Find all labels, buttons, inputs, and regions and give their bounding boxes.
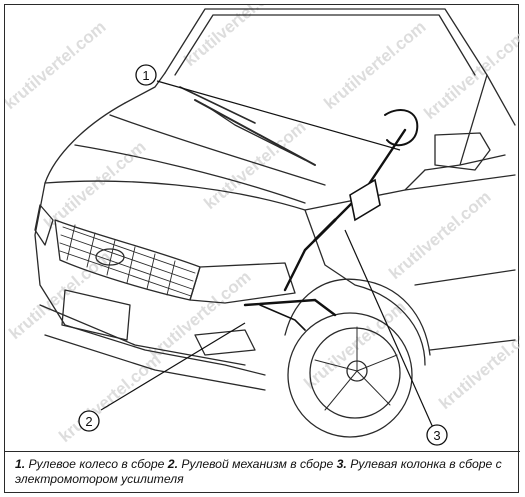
- caption-item-2-text: Рулевой механизм в сборе: [177, 457, 337, 471]
- windshield-outline: [164, 8, 488, 171]
- grille-bars: [59, 224, 196, 297]
- column-motor: [349, 178, 381, 222]
- figure-caption: 1. Рулевое колесо в сборе 2. Рулевой мех…: [5, 451, 520, 494]
- a-pillar: [124, 72, 166, 104]
- headlight-left: [189, 262, 296, 304]
- caption-item-1-number: 1.: [15, 457, 26, 471]
- callout-leaders: [100, 80, 435, 431]
- callout-1: 1: [135, 64, 157, 86]
- callout-3: 3: [426, 424, 448, 446]
- rim-spokes: [314, 326, 398, 411]
- caption-item-2-number: 2.: [167, 457, 178, 471]
- tire: [287, 312, 413, 438]
- brand-logo: [95, 248, 125, 266]
- callout-2-number: 2: [85, 414, 92, 429]
- watermark-text: krutilvertel.com: [420, 27, 520, 123]
- watermark-text: krutilvertel.com: [145, 267, 254, 363]
- car-outline: [34, 8, 516, 438]
- steering-rack: [243, 298, 337, 317]
- callout-1-number: 1: [142, 68, 149, 83]
- side-line: [404, 174, 516, 351]
- hood-crease: [74, 144, 306, 204]
- watermark-text: krutilvertel.com: [320, 17, 429, 113]
- caption-item-1-text: Рулевое колесо в сборе: [25, 457, 168, 471]
- fender: [304, 209, 426, 366]
- watermark-text: krutilvertel.com: [385, 187, 494, 283]
- front-face: [34, 182, 266, 376]
- leader-1: [156, 80, 401, 151]
- leader-2: [100, 322, 246, 411]
- tie-rod: [259, 304, 306, 331]
- watermark-text: krutilvertel.com: [300, 297, 409, 393]
- wiper-arm: [204, 104, 306, 161]
- caption-item-3-text: Рулевая колонка в сборе с электромотором…: [15, 457, 502, 486]
- fog-light: [194, 329, 256, 356]
- figure-frame: krutilvertel.com krutilvertel.com krutil…: [4, 4, 520, 494]
- license-plate: [61, 289, 131, 341]
- watermark-text: krutilvertel.com: [435, 317, 520, 413]
- steering-system: [243, 109, 419, 331]
- watermark-text: krutilvertel.com: [5, 17, 110, 113]
- hood-crease-2: [109, 114, 326, 186]
- leader-3: [344, 229, 435, 431]
- callout-3-number: 3: [433, 428, 440, 443]
- hood-outline: [44, 102, 426, 211]
- watermark-group: krutilvertel.com krutilvertel.com krutil…: [5, 5, 520, 446]
- caption-item-3-number: 3.: [336, 457, 347, 471]
- bumper-lower: [44, 334, 266, 391]
- rim: [309, 327, 401, 419]
- windshield-inner: [174, 14, 476, 76]
- wiper-blade: [194, 99, 316, 166]
- steering-wheel: [384, 109, 419, 147]
- wiper-blade-2: [179, 86, 256, 124]
- watermark-text: krutilvertel.com: [55, 350, 164, 446]
- intermediate-shaft: [313, 218, 337, 242]
- watermark-text: krutilvertel.com: [40, 137, 149, 233]
- wheel-arch: [284, 278, 431, 356]
- headlight-right: [34, 204, 54, 246]
- bumper-line: [39, 304, 246, 366]
- callout-2: 2: [78, 410, 100, 432]
- side-mirror: [434, 132, 491, 171]
- car-steering-illustration: krutilvertel.com krutilvertel.com krutil…: [5, 5, 520, 446]
